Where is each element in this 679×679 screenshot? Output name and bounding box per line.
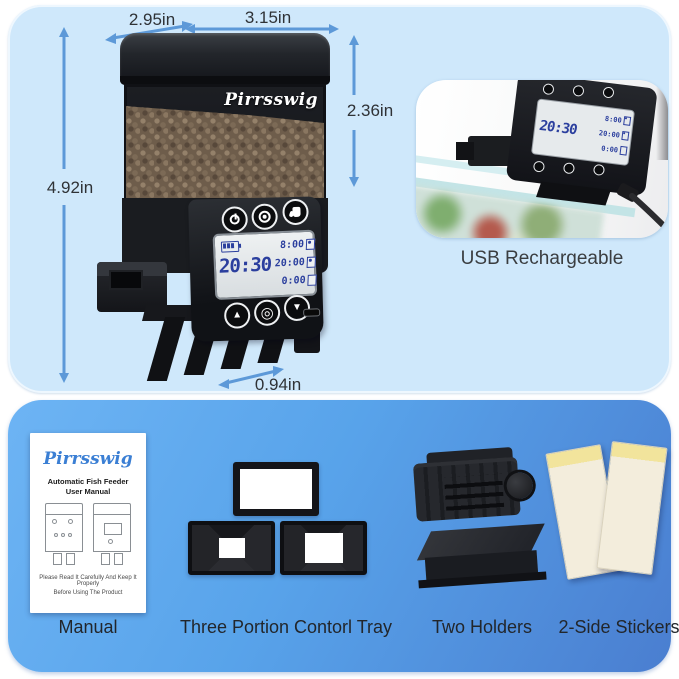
mini-lcd: 20:30 8:00 20:00 0:00 xyxy=(530,98,636,166)
dimensions-panel: 2.95in 3.15in 2.36in 4.92in 0.94in xyxy=(8,5,671,394)
feeder-line-drawing xyxy=(45,503,83,565)
usb-port xyxy=(303,308,321,317)
usb-caption: USB Rechargeable xyxy=(460,248,624,269)
feed-time: 0:00 xyxy=(281,274,306,287)
manual-title: Automatic Fish Feeder xyxy=(47,477,129,486)
arrow-total-height xyxy=(59,27,69,383)
tray-opening-medium xyxy=(304,533,343,563)
caption-holders: Two Holders xyxy=(431,617,533,637)
feed-dot xyxy=(623,132,626,135)
manual-note-line1: Please Read It Carefully And Keep It Pro… xyxy=(39,575,137,587)
feed-time: 8:00 xyxy=(279,238,305,251)
mini-current-time: 20:30 xyxy=(537,117,578,139)
feed-indicator xyxy=(306,256,317,268)
feed-indicator xyxy=(305,238,316,250)
dim-label-chute-width: 0.94in xyxy=(254,375,302,394)
portion-tray-medium xyxy=(280,521,367,575)
feed-icon xyxy=(258,210,271,223)
caption-stickers: 2-Side Stickers xyxy=(558,617,679,637)
arrow-hopper-height xyxy=(349,35,359,187)
wall-shadow xyxy=(656,80,668,160)
mini-feed-time: 20:00 xyxy=(598,128,621,140)
usb-cable xyxy=(616,183,668,233)
current-time: 20:30 xyxy=(218,253,272,278)
feed-dot xyxy=(308,258,312,262)
chute-opening xyxy=(109,270,143,290)
manual-feed-button xyxy=(282,198,309,226)
holder-clamp xyxy=(412,446,534,536)
arrow-chute-width xyxy=(218,366,284,389)
feeder-lid xyxy=(120,33,330,85)
clamp-slots xyxy=(444,473,505,512)
feeder-hopper: Pirrsswig xyxy=(124,84,326,200)
feed-time-row: 20:00 xyxy=(273,253,317,273)
holder-bracket xyxy=(413,523,549,594)
food-chute xyxy=(97,262,167,312)
brand-logo: Pirrsswig xyxy=(224,90,318,110)
hand-icon xyxy=(288,205,302,218)
feed-schedule: 8:00 20:00 0:00 xyxy=(273,235,317,291)
mini-feed-indicator xyxy=(621,130,630,141)
mini-clamp-arm xyxy=(468,136,514,166)
lcd-display: 20:30 8:00 20:00 0:00 xyxy=(212,229,318,300)
feed-dot xyxy=(308,240,312,244)
dim-label-top-width: 3.15in xyxy=(244,8,292,27)
mini-feed-indicator xyxy=(623,116,632,126)
mini-feed-schedule: 8:00 20:00 0:00 xyxy=(586,109,632,159)
battery-icon xyxy=(220,240,242,253)
arrow-top-width xyxy=(185,24,339,34)
mini-clamp-block xyxy=(456,142,474,160)
feed-time-row: 8:00 xyxy=(273,235,316,255)
mount-fin xyxy=(146,317,186,381)
clamp-knob xyxy=(505,471,534,500)
manual-subtitle: User Manual xyxy=(65,487,111,496)
portion-tray-small xyxy=(188,521,275,575)
settings-icon: ◎ xyxy=(260,304,274,322)
power-button xyxy=(221,206,249,233)
manual-note-line2: Before Using The Product xyxy=(53,590,123,596)
caption-manual: Manual xyxy=(58,617,118,637)
manual-brand-logo: Pirrsswig xyxy=(43,449,133,469)
mini-feed-time: 8:00 xyxy=(604,114,623,125)
tray-opening-small xyxy=(218,538,245,558)
feed-indicator xyxy=(307,274,317,286)
feed-mode-button xyxy=(251,203,278,231)
feed-dot xyxy=(624,117,628,120)
set-button: ◎ xyxy=(253,299,281,327)
user-manual: Pirrsswig Automatic Fish Feeder User Man… xyxy=(30,433,146,613)
mini-feed-indicator xyxy=(619,145,628,156)
manual-drawings xyxy=(30,503,146,565)
feeder-lid-rim xyxy=(120,76,330,85)
feed-time-row: 0:00 xyxy=(274,270,317,290)
dim-label-total-height: 4.92in xyxy=(46,178,94,197)
fish-food-pellets xyxy=(126,106,324,198)
double-sided-sticker xyxy=(596,441,668,575)
caption-portion-tray: Three Portion Contorl Tray xyxy=(179,617,393,637)
up-button: ▲ xyxy=(223,302,251,329)
down-arrow-icon: ▼ xyxy=(291,301,303,314)
power-icon xyxy=(229,213,240,225)
feed-time: 20:00 xyxy=(274,256,306,269)
dim-label-hopper-height: 2.36in xyxy=(346,101,394,120)
up-arrow-icon: ▲ xyxy=(232,309,243,321)
feeder-line-drawing xyxy=(93,503,131,565)
mini-feed-time: 0:00 xyxy=(600,144,619,155)
portion-tray-open xyxy=(233,462,319,516)
package-contents-panel: Pirrsswig Automatic Fish Feeder User Man… xyxy=(8,400,679,672)
control-panel: 20:30 8:00 20:00 0:00 xyxy=(188,196,324,342)
usb-inset-photo: 20:30 8:00 20:00 0:00 xyxy=(416,80,668,238)
dim-label-top-depth: 2.95in xyxy=(128,10,176,29)
